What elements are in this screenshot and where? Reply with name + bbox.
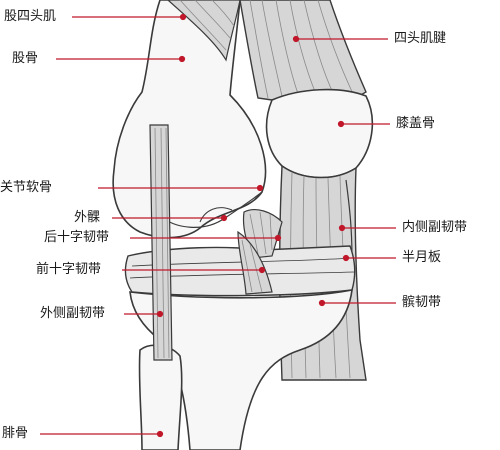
label-fibula: 腓骨	[2, 426, 29, 441]
label-femoral-quadriceps: 股四头肌	[4, 9, 57, 24]
label-articular-cartilage: 关节软骨	[0, 180, 53, 195]
label-quadriceps-tendon: 四头肌腱	[394, 31, 447, 46]
label-anterior-cruciate: 前十字韧带	[36, 262, 102, 277]
anterior-cruciate-ligament	[237, 230, 273, 295]
quadriceps-muscle	[167, 0, 241, 62]
label-posterior-cruciate: 后十字韧带	[44, 230, 110, 245]
label-femur: 股骨	[12, 51, 39, 66]
label-patella: 膝盖骨	[396, 116, 436, 131]
condyle-curve	[199, 207, 233, 223]
patella-bone	[265, 88, 374, 179]
label-meniscus: 半月板	[402, 250, 442, 265]
label-lateral-collateral: 外侧副韧带	[40, 306, 106, 321]
label-medial-collateral: 内侧副韧带	[402, 220, 468, 235]
quadriceps-tendon	[239, 0, 367, 101]
leader-lines	[40, 13, 396, 438]
femur-bone	[112, 0, 267, 239]
lateral-collateral-ligament	[149, 124, 173, 361]
label-lateral-condyle: 外髁	[74, 210, 101, 225]
label-patellar-ligament: 髌韧带	[402, 295, 442, 310]
